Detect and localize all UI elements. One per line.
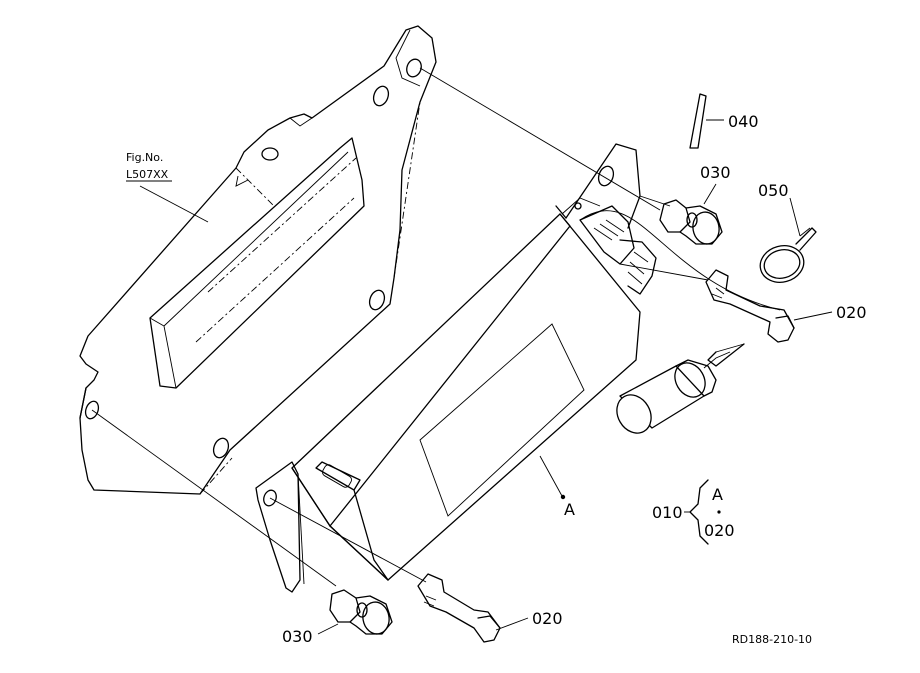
bolt-030-top (659, 199, 723, 245)
label-leader-lines (139, 119, 833, 635)
figure-reference-label: Fig.No. (126, 151, 163, 164)
assembly-child-b-label: 020 (704, 521, 735, 540)
assembly-parent-label: 010 (652, 503, 683, 522)
pin-040 (689, 93, 707, 149)
mounting-bracket (79, 25, 437, 495)
part-label-030-bottom: 030 (282, 627, 313, 646)
part-label-040: 040 (728, 112, 759, 131)
clamp-050 (759, 227, 817, 283)
part-label-A: A (564, 500, 575, 519)
bolt-030-bottom (329, 589, 393, 635)
sensor-020-bottom (417, 573, 501, 643)
part-label-030-top: 030 (700, 163, 731, 182)
front-bracket (255, 461, 305, 593)
control-unit-box (291, 143, 657, 581)
part-label-020-bottom: 020 (532, 609, 563, 628)
part-label-020-right: 020 (836, 303, 867, 322)
drawing-code: RD188-210-10 (732, 633, 812, 646)
figure-reference-number: L507XX (126, 168, 169, 181)
assembly-callout: 010 A 020 (652, 485, 735, 540)
assembly-child-a-label: A (712, 485, 723, 504)
part-label-050: 050 (758, 181, 789, 200)
sensor-020-right (616, 269, 795, 434)
figure-reference: Fig.No. L507XX (126, 151, 172, 182)
